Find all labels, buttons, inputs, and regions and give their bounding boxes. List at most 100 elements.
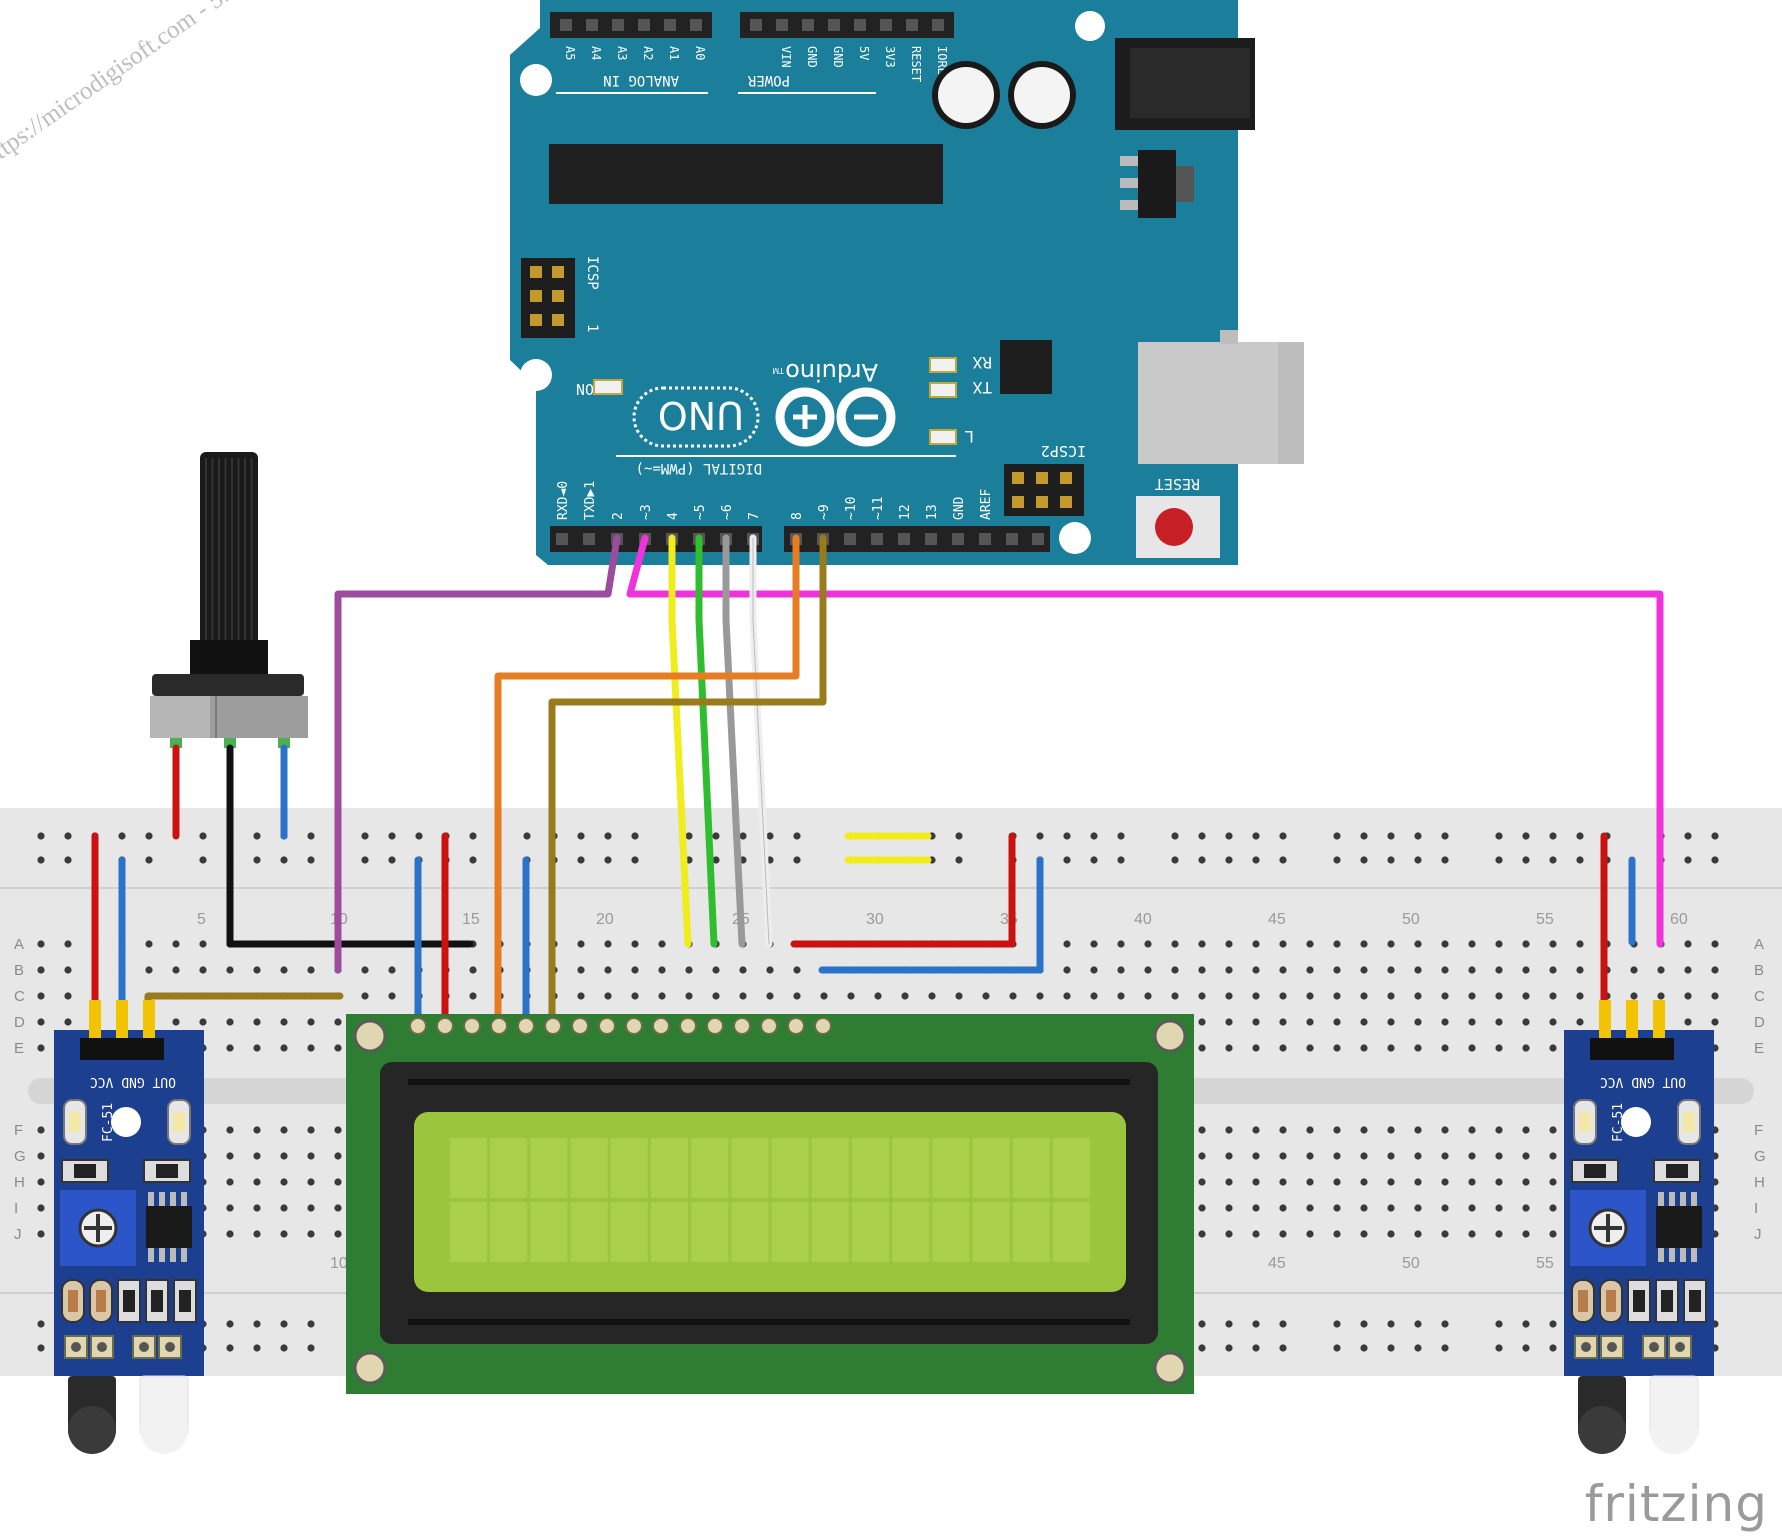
lcd-mount-hole	[353, 1019, 387, 1053]
terminal-hole	[1387, 992, 1395, 1000]
terminal-hole	[1495, 1230, 1503, 1238]
chip-leg	[1680, 1248, 1686, 1262]
rail-hole	[1225, 832, 1233, 840]
digital-pin-label: 8	[790, 512, 805, 520]
terminal-hole	[469, 992, 477, 1000]
terminal-hole	[334, 1044, 342, 1052]
pot-pin	[278, 738, 290, 748]
wire-brown-pin9	[548, 534, 827, 1028]
terminal-hole	[955, 992, 963, 1000]
digital-pin-label: ~6	[720, 504, 735, 520]
lcd-cell	[651, 1202, 688, 1262]
terminal-hole	[1252, 1204, 1260, 1212]
lcd-cell	[972, 1202, 1010, 1262]
header-pin	[664, 19, 676, 31]
terminal-hole	[1279, 1178, 1287, 1186]
rail-hole	[1522, 1344, 1530, 1352]
rail-hole	[1711, 832, 1719, 840]
terminal-hole	[1279, 1204, 1287, 1212]
wire-white-pin7-outline	[752, 537, 770, 945]
header-pin	[560, 19, 572, 31]
mount-hole	[1059, 522, 1091, 554]
terminal-hole	[577, 992, 585, 1000]
terminal-hole	[307, 1204, 315, 1212]
terminal-hole	[1306, 1230, 1314, 1238]
rail-hole	[1522, 856, 1530, 864]
row-label: D	[1754, 1014, 1765, 1031]
row-label: H	[1754, 1174, 1765, 1191]
terminal-hole	[1279, 1230, 1287, 1238]
terminal-hole	[1576, 1018, 1584, 1026]
terminal-hole	[1198, 1178, 1206, 1186]
terminal-hole	[1522, 1018, 1530, 1026]
terminal-hole	[1279, 1018, 1287, 1026]
tm-mark: TM	[772, 366, 784, 375]
terminal-hole	[1252, 1044, 1260, 1052]
column-number: 20	[596, 911, 614, 928]
terminal-hole	[1225, 966, 1233, 974]
column-number: 55	[1536, 911, 1554, 928]
sensor-led-core	[69, 1112, 81, 1132]
rail-hole	[1360, 856, 1368, 864]
terminal-hole	[307, 1230, 315, 1238]
digital-pin	[979, 533, 991, 545]
terminal-hole	[1252, 1126, 1260, 1134]
lcd-pin-header	[409, 1017, 832, 1035]
lcd-pin	[625, 1017, 643, 1035]
icsp-pin	[530, 266, 542, 278]
rail-hole	[1225, 856, 1233, 864]
terminal-hole	[739, 992, 747, 1000]
reset-button[interactable]	[1155, 508, 1193, 546]
row-label: E	[14, 1040, 24, 1057]
terminal-hole	[1549, 992, 1557, 1000]
rail-hole	[307, 856, 315, 864]
terminal-hole	[334, 1230, 342, 1238]
terminal-hole	[1441, 1230, 1449, 1238]
terminal-hole	[1414, 992, 1422, 1000]
wire-green-pin5	[695, 534, 718, 948]
digital-pin-label: GND	[952, 496, 967, 520]
terminal-hole	[1117, 940, 1125, 948]
terminal-hole	[1360, 992, 1368, 1000]
power-pin-label: RESET	[909, 46, 923, 82]
digital-pin-label: TXD▶1	[583, 481, 598, 520]
rail-hole	[37, 1344, 45, 1352]
terminal-hole	[1657, 992, 1665, 1000]
terminal-hole	[226, 1152, 234, 1160]
terminal-hole	[1441, 1044, 1449, 1052]
analog-pin-label: A2	[641, 46, 655, 60]
regulator-pin	[1120, 178, 1138, 188]
lcd-cell	[651, 1138, 688, 1198]
fritzing-logo: fritzing	[1584, 1475, 1768, 1533]
rail-hole	[1117, 832, 1125, 840]
terminal-hole	[1468, 1178, 1476, 1186]
terminal-hole	[1360, 1178, 1368, 1186]
rail-hole	[1117, 856, 1125, 864]
terminal-hole	[1711, 992, 1719, 1000]
sensor-pin	[89, 1000, 101, 1040]
lcd-cell	[852, 1138, 889, 1198]
terminal-hole	[1144, 992, 1152, 1000]
digital-pin	[952, 533, 964, 545]
terminal-hole	[253, 1018, 261, 1026]
rail-hole	[1360, 1320, 1368, 1328]
terminal-hole	[577, 940, 585, 948]
rail-hole	[1549, 856, 1557, 864]
terminal-hole	[1495, 992, 1503, 1000]
terminal-hole	[253, 1152, 261, 1160]
terminal-hole	[1495, 966, 1503, 974]
row-label: F	[14, 1122, 23, 1139]
terminal-hole	[1522, 1178, 1530, 1186]
icsp-pin1-label: 1	[584, 324, 600, 332]
column-number: 40	[1134, 911, 1152, 928]
terminal-hole	[1198, 1152, 1206, 1160]
terminal-hole	[1522, 1230, 1530, 1238]
terminal-hole	[1441, 966, 1449, 974]
terminal-hole	[334, 1204, 342, 1212]
rail-hole	[604, 832, 612, 840]
rail-hole	[631, 832, 639, 840]
chip-leg	[1691, 1248, 1697, 1262]
terminal-hole	[982, 992, 990, 1000]
lcd-pin	[409, 1017, 427, 1035]
